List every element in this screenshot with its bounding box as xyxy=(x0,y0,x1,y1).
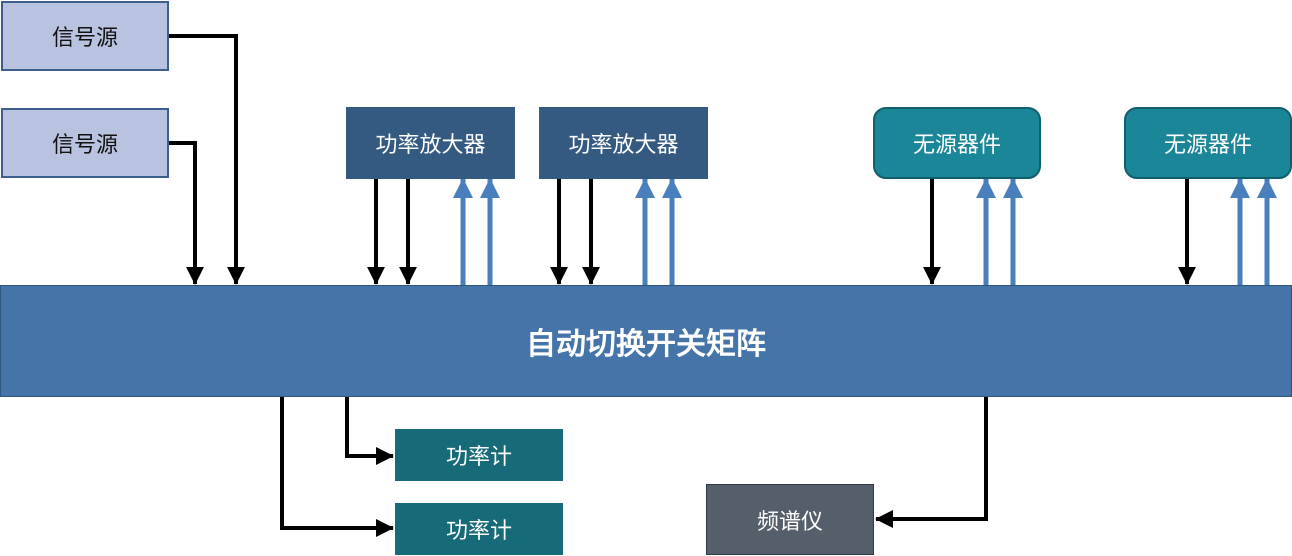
arrow-source1-to-matrix xyxy=(168,34,245,285)
spectrum-analyzer-label: 频谱仪 xyxy=(756,509,823,535)
passive-device-1-label: 无源器件 xyxy=(912,133,1001,158)
signal-source-2: 信号源 xyxy=(1,108,169,178)
passive-device-1: 无源器件 xyxy=(873,107,1041,179)
arrow-matrix-to-meter2 xyxy=(280,397,394,537)
power-amplifier-2: 功率放大器 xyxy=(539,107,708,179)
switch-matrix-label: 自动切换开关矩阵 xyxy=(526,327,766,362)
passive-device-2: 无源器件 xyxy=(1124,107,1292,179)
arrow-source2-to-matrix xyxy=(168,141,204,285)
signal-source-1: 信号源 xyxy=(1,1,169,71)
power-amplifier-2-label: 功率放大器 xyxy=(568,133,679,158)
signal-source-2-label: 信号源 xyxy=(51,133,118,158)
power-amplifier-1: 功率放大器 xyxy=(346,107,515,179)
spectrum-analyzer: 频谱仪 xyxy=(706,484,874,555)
power-meter-1: 功率计 xyxy=(395,429,563,481)
power-meter-2-label: 功率计 xyxy=(445,519,512,544)
power-amplifier-1-label: 功率放大器 xyxy=(375,133,486,158)
power-meter-1-label: 功率计 xyxy=(445,445,512,470)
switch-matrix: 自动切换开关矩阵 xyxy=(0,285,1292,397)
arrow-matrix-to-meter1 xyxy=(345,397,394,465)
power-meter-2: 功率计 xyxy=(395,503,563,555)
passive-device-2-label: 无源器件 xyxy=(1163,133,1252,158)
arrow-matrix-to-analyzer xyxy=(875,397,988,528)
signal-source-1-label: 信号源 xyxy=(51,26,118,51)
